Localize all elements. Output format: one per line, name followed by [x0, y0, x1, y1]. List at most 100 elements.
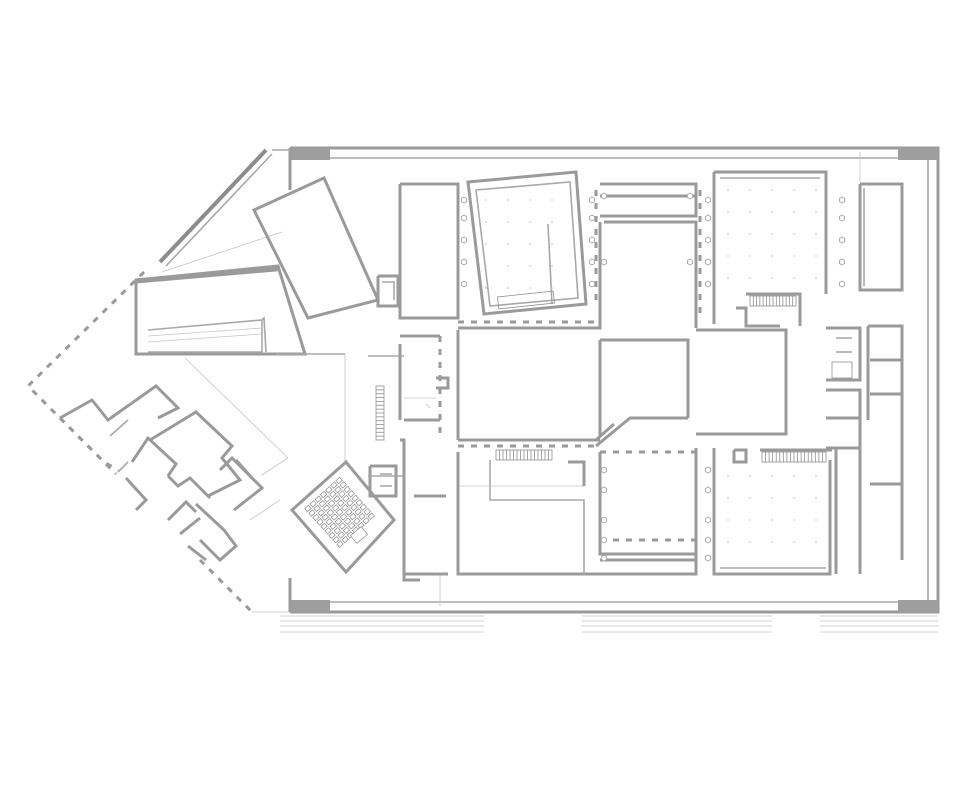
stairs	[376, 290, 853, 463]
west-wing	[134, 148, 381, 521]
column	[588, 236, 596, 244]
column	[460, 196, 468, 204]
auditorium-seat	[362, 517, 370, 525]
grid-dot	[793, 519, 795, 521]
auditorium-seat	[347, 522, 356, 530]
column	[460, 236, 468, 244]
grid-dot	[507, 243, 509, 245]
column	[838, 280, 846, 288]
auditorium-seat	[338, 490, 346, 498]
auditorium	[289, 459, 396, 575]
auditorium-seat	[324, 527, 332, 535]
auditorium-seat	[329, 490, 337, 498]
auditorium-seat	[350, 503, 358, 512]
column	[600, 536, 608, 544]
grid-dot	[749, 233, 751, 235]
auditorium-seat	[345, 508, 353, 516]
column	[704, 536, 712, 544]
auditorium-seat	[335, 476, 343, 485]
grid-dot	[815, 277, 817, 279]
column	[600, 554, 608, 562]
auditorium-seat	[342, 494, 350, 503]
auditorium-seat	[341, 503, 349, 512]
grid-dot	[815, 519, 817, 521]
grid-dot	[793, 211, 795, 213]
column	[460, 258, 468, 266]
auditorium-seat	[339, 513, 348, 521]
auditorium-seat	[328, 531, 336, 539]
column	[460, 214, 468, 222]
grid-dot	[749, 519, 751, 521]
auditorium-seat	[331, 504, 340, 512]
column	[704, 236, 712, 244]
grid-dot	[815, 475, 817, 477]
north-galleries	[398, 170, 904, 330]
entrance-zone	[368, 274, 450, 582]
grid-dot	[749, 277, 751, 279]
auditorium-seat	[349, 512, 357, 521]
auditorium-seat	[321, 513, 329, 521]
interior-openings	[402, 184, 786, 560]
terrace-steps	[280, 615, 938, 633]
auditorium-seat	[319, 490, 328, 499]
grid-dot	[529, 243, 531, 245]
auditorium-seat	[351, 494, 359, 502]
grid-dot	[771, 211, 773, 213]
grid-dot	[793, 497, 795, 499]
grid-dot	[507, 265, 509, 267]
auditorium-seat	[323, 495, 332, 503]
grid-dot	[749, 541, 751, 543]
site-boundary	[25, 270, 290, 614]
grid-dot	[507, 221, 509, 223]
auditorium-seat	[354, 508, 362, 516]
grid-dot	[485, 199, 487, 201]
east-block	[826, 324, 904, 574]
column	[838, 258, 846, 266]
auditorium-seat	[309, 500, 317, 508]
column	[838, 196, 846, 204]
grid-dot	[771, 255, 773, 257]
auditorium-seat	[337, 499, 345, 507]
column	[704, 466, 712, 474]
grid-dot	[749, 475, 751, 477]
grid-dot	[793, 255, 795, 257]
column	[704, 280, 712, 288]
auditorium-seat	[320, 522, 328, 531]
grid-dot	[727, 233, 729, 235]
auditorium-seat	[313, 504, 321, 512]
auditorium-seat	[326, 508, 335, 517]
grid-dot	[551, 199, 553, 201]
grid-dot	[793, 189, 795, 191]
grid-dot	[727, 189, 729, 191]
auditorium-seat	[333, 526, 341, 535]
grid-dot	[749, 189, 751, 191]
grid-dot	[485, 243, 487, 245]
column	[838, 214, 846, 222]
ceiling-grid-dots	[485, 189, 817, 543]
auditorium-seat	[342, 526, 351, 535]
central-core	[456, 328, 788, 448]
auditorium-seat	[322, 504, 331, 512]
auditorium-seat	[312, 513, 320, 522]
column	[600, 486, 608, 494]
grid-dot	[771, 189, 773, 191]
grid-dot	[815, 255, 817, 257]
grid-dot	[529, 287, 531, 289]
grid-dot	[749, 211, 751, 213]
column	[704, 214, 712, 222]
grid-dot	[551, 265, 553, 267]
grid-dot	[771, 519, 773, 521]
column	[686, 258, 694, 266]
auditorium-seat	[304, 504, 312, 513]
auditorium-seat	[333, 495, 341, 503]
auditorium-seat	[343, 517, 352, 525]
column	[588, 280, 596, 288]
column	[704, 486, 712, 494]
auditorium-seat	[355, 499, 363, 507]
grid-dot	[771, 541, 773, 543]
auditorium-seat	[334, 485, 342, 494]
grid-dot	[771, 277, 773, 279]
south-galleries	[456, 448, 832, 576]
column	[600, 516, 608, 524]
auditorium-seat	[339, 481, 347, 489]
